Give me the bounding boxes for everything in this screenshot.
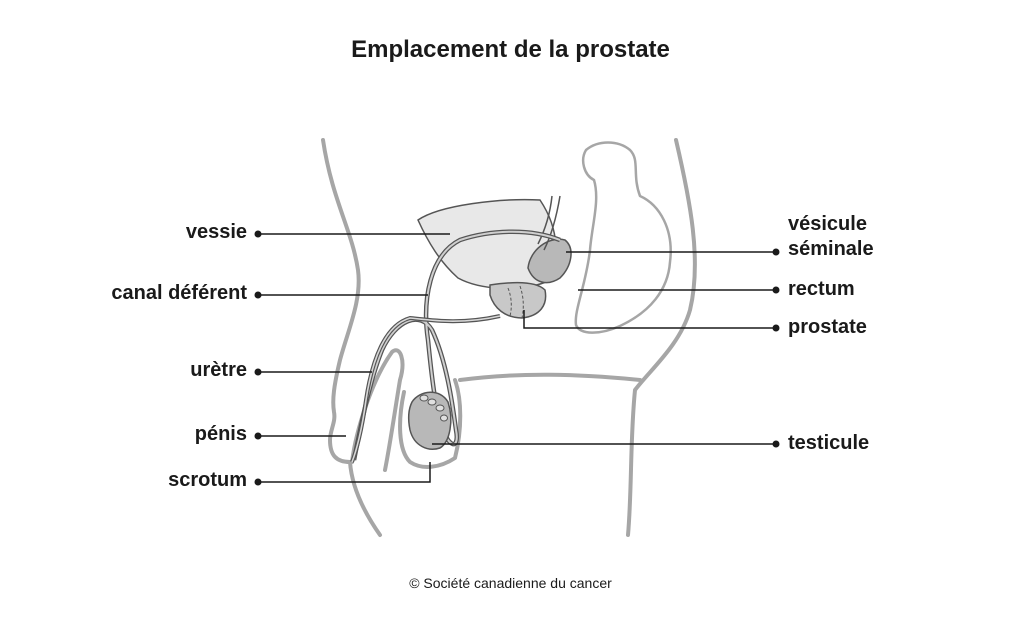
leader-prostate: [523, 310, 776, 329]
label-penis: pénis: [194, 423, 247, 445]
thigh-outline: [458, 372, 642, 382]
seminal-vesicle-shape: [527, 238, 572, 284]
prostate-shape: [489, 281, 547, 319]
rectum-outline: [574, 141, 672, 334]
diagram-title: Emplacement de la prostate: [351, 36, 670, 63]
label-testicule: testicule: [788, 432, 870, 454]
label-vessie: vessie: [185, 221, 247, 243]
copyright-credit: © Société canadienne du cancer: [409, 575, 612, 591]
label-rectum: rectum: [788, 278, 855, 300]
label-vesicule-line1: vésicule: [788, 213, 867, 235]
back-outline: [626, 138, 697, 537]
scrotum-outline: [398, 378, 463, 469]
leader-scrotum: [258, 462, 431, 483]
label-scrotum: scrotum: [168, 469, 247, 491]
label-uretre: urètre: [190, 359, 247, 381]
body-front-outline: [321, 138, 382, 537]
label-vesicule-line2: séminale: [788, 238, 874, 260]
label-prostate: prostate: [788, 316, 867, 338]
label-canal-deferent: canal déférent: [111, 282, 247, 304]
